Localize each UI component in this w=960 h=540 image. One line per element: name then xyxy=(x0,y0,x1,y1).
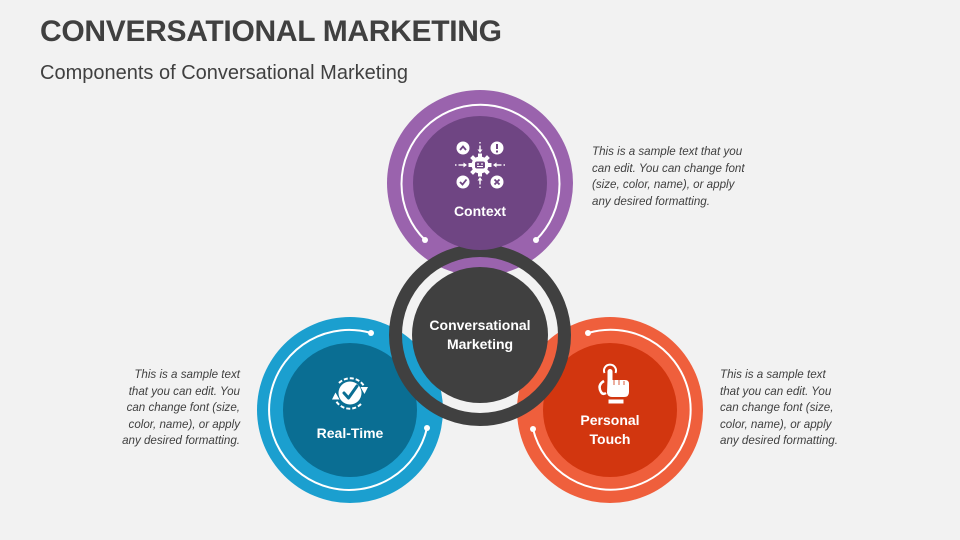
realtime-label: Real-Time xyxy=(290,424,410,443)
context-description: This is a sample text that you can edit.… xyxy=(592,144,745,210)
realtime-description: This is a sample text that you can edit.… xyxy=(60,367,240,450)
context-arc-dot-right xyxy=(533,237,539,243)
personal-touch-label: Personal Touch xyxy=(550,411,670,448)
slide-subtitle: Components of Conversational Marketing xyxy=(40,62,408,84)
personal-touch-description-line: any desired formatting. xyxy=(720,434,838,448)
personal-touch-description-line: color, name), or apply xyxy=(720,417,832,431)
center-label-line-2: Marketing xyxy=(446,335,514,352)
context-arc-decoration xyxy=(400,103,561,241)
realtime-description-line: any desired formatting. xyxy=(122,434,240,448)
context-arc-dot-left xyxy=(422,237,428,243)
realtime-description-line: can change font (size, xyxy=(126,401,240,415)
realtime-arc-dot-right xyxy=(424,425,430,431)
realtime-arc-decoration xyxy=(268,328,428,491)
personal-touch-arc-decoration xyxy=(532,328,692,491)
context-description-line: can edit. You can change font xyxy=(592,161,745,175)
realtime-description-line: This is a sample text xyxy=(134,368,240,381)
personal-touch-arc-dot-top xyxy=(585,330,591,336)
realtime-description-line: that you can edit. You xyxy=(128,384,240,398)
context-label: Context xyxy=(420,202,540,221)
center-disk xyxy=(412,267,548,403)
personal-touch-label-line-1: Personal xyxy=(580,412,640,428)
clock-check-icon xyxy=(332,377,368,410)
personal-touch-description-line: This is a sample text xyxy=(720,368,826,381)
personal-touch-arc-dot-left xyxy=(530,426,536,432)
context-label-text: Context xyxy=(453,203,507,219)
realtime-label-text: Real-Time xyxy=(316,425,384,441)
personal-touch-description: This is a sample text that you can edit.… xyxy=(720,367,838,450)
center-label: Conversational Marketing xyxy=(410,316,550,353)
personal-touch-inner-circle xyxy=(543,343,677,477)
personal-touch-description-line: can change font (size, xyxy=(720,401,834,415)
realtime-description-line: color, name), or apply xyxy=(128,417,240,431)
gear-with-inputs-icon xyxy=(455,141,505,189)
center-label-line-1: Conversational xyxy=(429,317,531,333)
realtime-inner-circle xyxy=(283,343,417,477)
personal-touch-label-line-2: Touch xyxy=(589,430,631,447)
context-description-line: (size, color, name), or apply xyxy=(592,178,735,192)
hand-touch-icon xyxy=(598,363,629,404)
context-description-line: any desired formatting. xyxy=(592,194,710,208)
context-description-line: This is a sample text that you xyxy=(592,145,743,158)
personal-touch-description-line: that you can edit. You xyxy=(720,384,832,398)
realtime-arc-dot-top xyxy=(368,330,374,336)
center-outer-ring xyxy=(389,244,571,426)
slide-title: CONVERSATIONAL MARKETING xyxy=(40,15,502,48)
